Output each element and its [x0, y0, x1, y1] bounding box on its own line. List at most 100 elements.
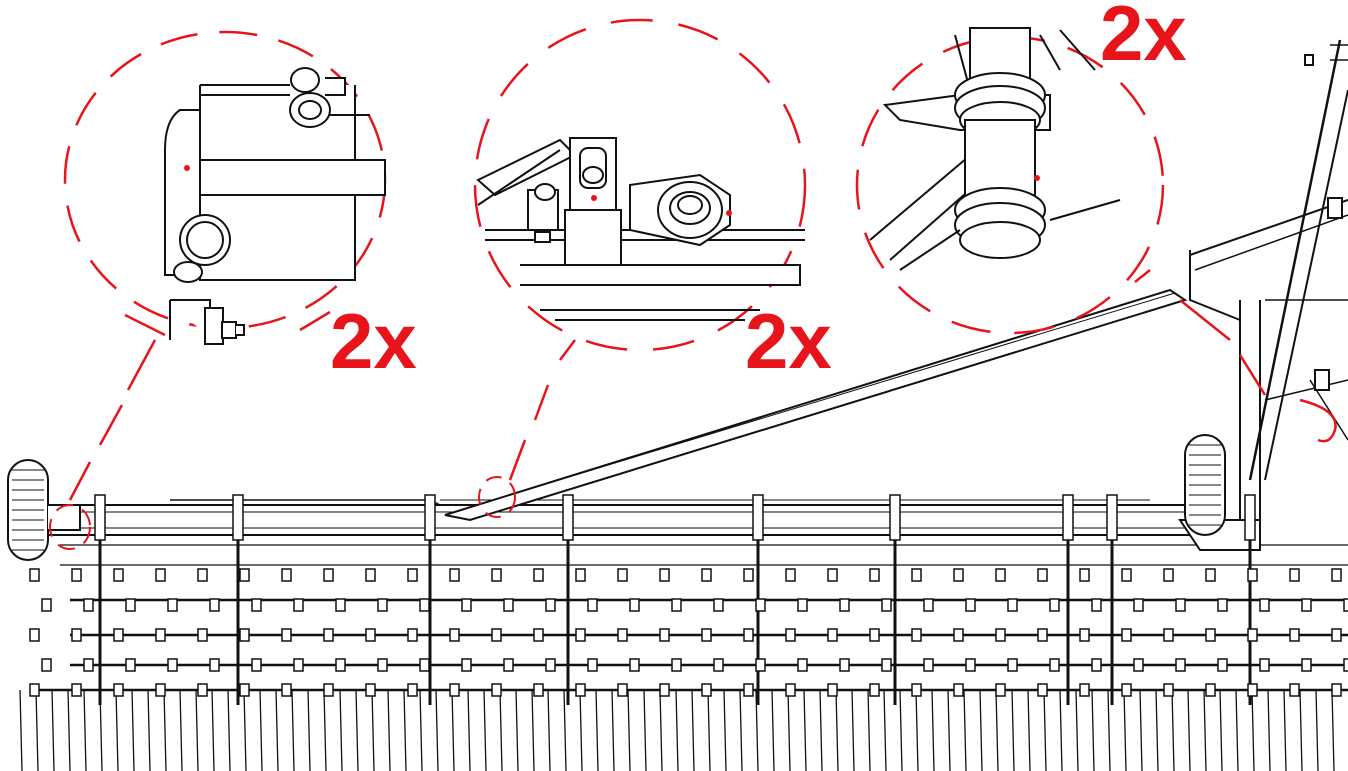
tine-clamp — [629, 658, 640, 672]
tine-clamp — [1301, 658, 1312, 672]
tine-clamp — [1301, 598, 1312, 612]
tine-clamp — [449, 628, 460, 642]
tine-clamp — [1247, 628, 1258, 642]
tine — [19, 689, 23, 771]
tine — [131, 689, 135, 771]
quantity-label-1: 2x — [330, 297, 417, 385]
tine — [819, 689, 823, 771]
tine — [627, 689, 631, 771]
tine-clamp — [323, 568, 334, 582]
tine-clamp — [1205, 568, 1216, 582]
tine-clamp — [785, 683, 796, 697]
tine-clamp — [239, 628, 250, 642]
tine-clamp — [881, 658, 892, 672]
detail-hitch-pin: 2x — [855, 0, 1337, 443]
tine-clamp — [1247, 568, 1258, 582]
tine-clamp — [125, 658, 136, 672]
tine — [1011, 689, 1015, 771]
tine-clamp — [323, 628, 334, 642]
tine-clamp — [911, 683, 922, 697]
tine — [147, 689, 151, 771]
tine — [931, 689, 935, 771]
tine-clamp — [953, 628, 964, 642]
tine-clamp — [1091, 658, 1102, 672]
tine-clamp — [1121, 568, 1132, 582]
tine-clamp — [377, 598, 388, 612]
tine — [243, 689, 247, 771]
tine — [275, 689, 279, 771]
tine-clamp — [1343, 658, 1348, 672]
tine — [755, 689, 759, 771]
tine-clamp — [995, 683, 1006, 697]
tine-clamp — [659, 568, 670, 582]
tine-clamp — [1259, 658, 1270, 672]
tine — [179, 689, 183, 771]
grease-point-4 — [1034, 175, 1040, 181]
shank-spring — [1244, 494, 1256, 541]
tine — [1171, 689, 1175, 771]
tine — [1091, 689, 1095, 771]
tine-clamp — [743, 628, 754, 642]
tine-clamp — [1007, 658, 1018, 672]
tine-clamp — [365, 568, 376, 582]
tine-clamp — [995, 568, 1006, 582]
tine-clamp — [251, 598, 262, 612]
tine-clamp — [365, 628, 376, 642]
tine-clamp — [545, 598, 556, 612]
tine-clamp — [533, 683, 544, 697]
tine-clamp — [869, 683, 880, 697]
tine — [595, 689, 599, 771]
tine-clamp — [701, 628, 712, 642]
tine — [1027, 689, 1031, 771]
tine-clamp — [1037, 683, 1048, 697]
tine-clamp — [1289, 568, 1300, 582]
tine — [451, 689, 455, 771]
tine-clamp — [785, 568, 796, 582]
tine — [1299, 689, 1303, 771]
tine-clamp — [491, 628, 502, 642]
grease-point-3 — [726, 210, 732, 216]
tine — [947, 689, 951, 771]
tine-clamp — [281, 683, 292, 697]
tine-clamp — [671, 598, 682, 612]
tine-clamp — [827, 568, 838, 582]
tine-clamp — [755, 658, 766, 672]
tine-clamp — [785, 628, 796, 642]
tine-clamp — [827, 628, 838, 642]
tine — [51, 689, 55, 771]
tine — [99, 689, 103, 771]
shank-spring — [94, 494, 106, 541]
tine-clamp — [575, 568, 586, 582]
tine-clamp — [659, 628, 670, 642]
tine-clamp — [965, 658, 976, 672]
tine — [1283, 689, 1287, 771]
grease-point-1 — [184, 165, 190, 171]
tine-clamp — [407, 683, 418, 697]
tine-clamp — [491, 568, 502, 582]
tine-clamp — [1007, 598, 1018, 612]
tine-clamp — [239, 683, 250, 697]
tine — [83, 689, 87, 771]
tine-clamp — [461, 598, 472, 612]
tine — [1059, 689, 1063, 771]
tine-clamp — [1163, 683, 1174, 697]
tine-clamp — [155, 683, 166, 697]
tine-clamp — [533, 568, 544, 582]
tine — [515, 689, 519, 771]
tine-clamp — [323, 683, 334, 697]
tine-clamp — [629, 598, 640, 612]
tine-clamp — [83, 658, 94, 672]
tine-clamp — [797, 658, 808, 672]
tine — [435, 689, 439, 771]
tine-clamp — [281, 628, 292, 642]
tine-clamp — [701, 683, 712, 697]
detail-link-clevis: 2x — [473, 18, 832, 518]
tine-clamp — [755, 598, 766, 612]
tine-clamp — [113, 628, 124, 642]
tine — [1203, 689, 1207, 771]
tine — [163, 689, 167, 771]
tine — [355, 689, 359, 771]
tine-clamp — [1079, 683, 1090, 697]
harrow-tines — [19, 689, 1335, 771]
